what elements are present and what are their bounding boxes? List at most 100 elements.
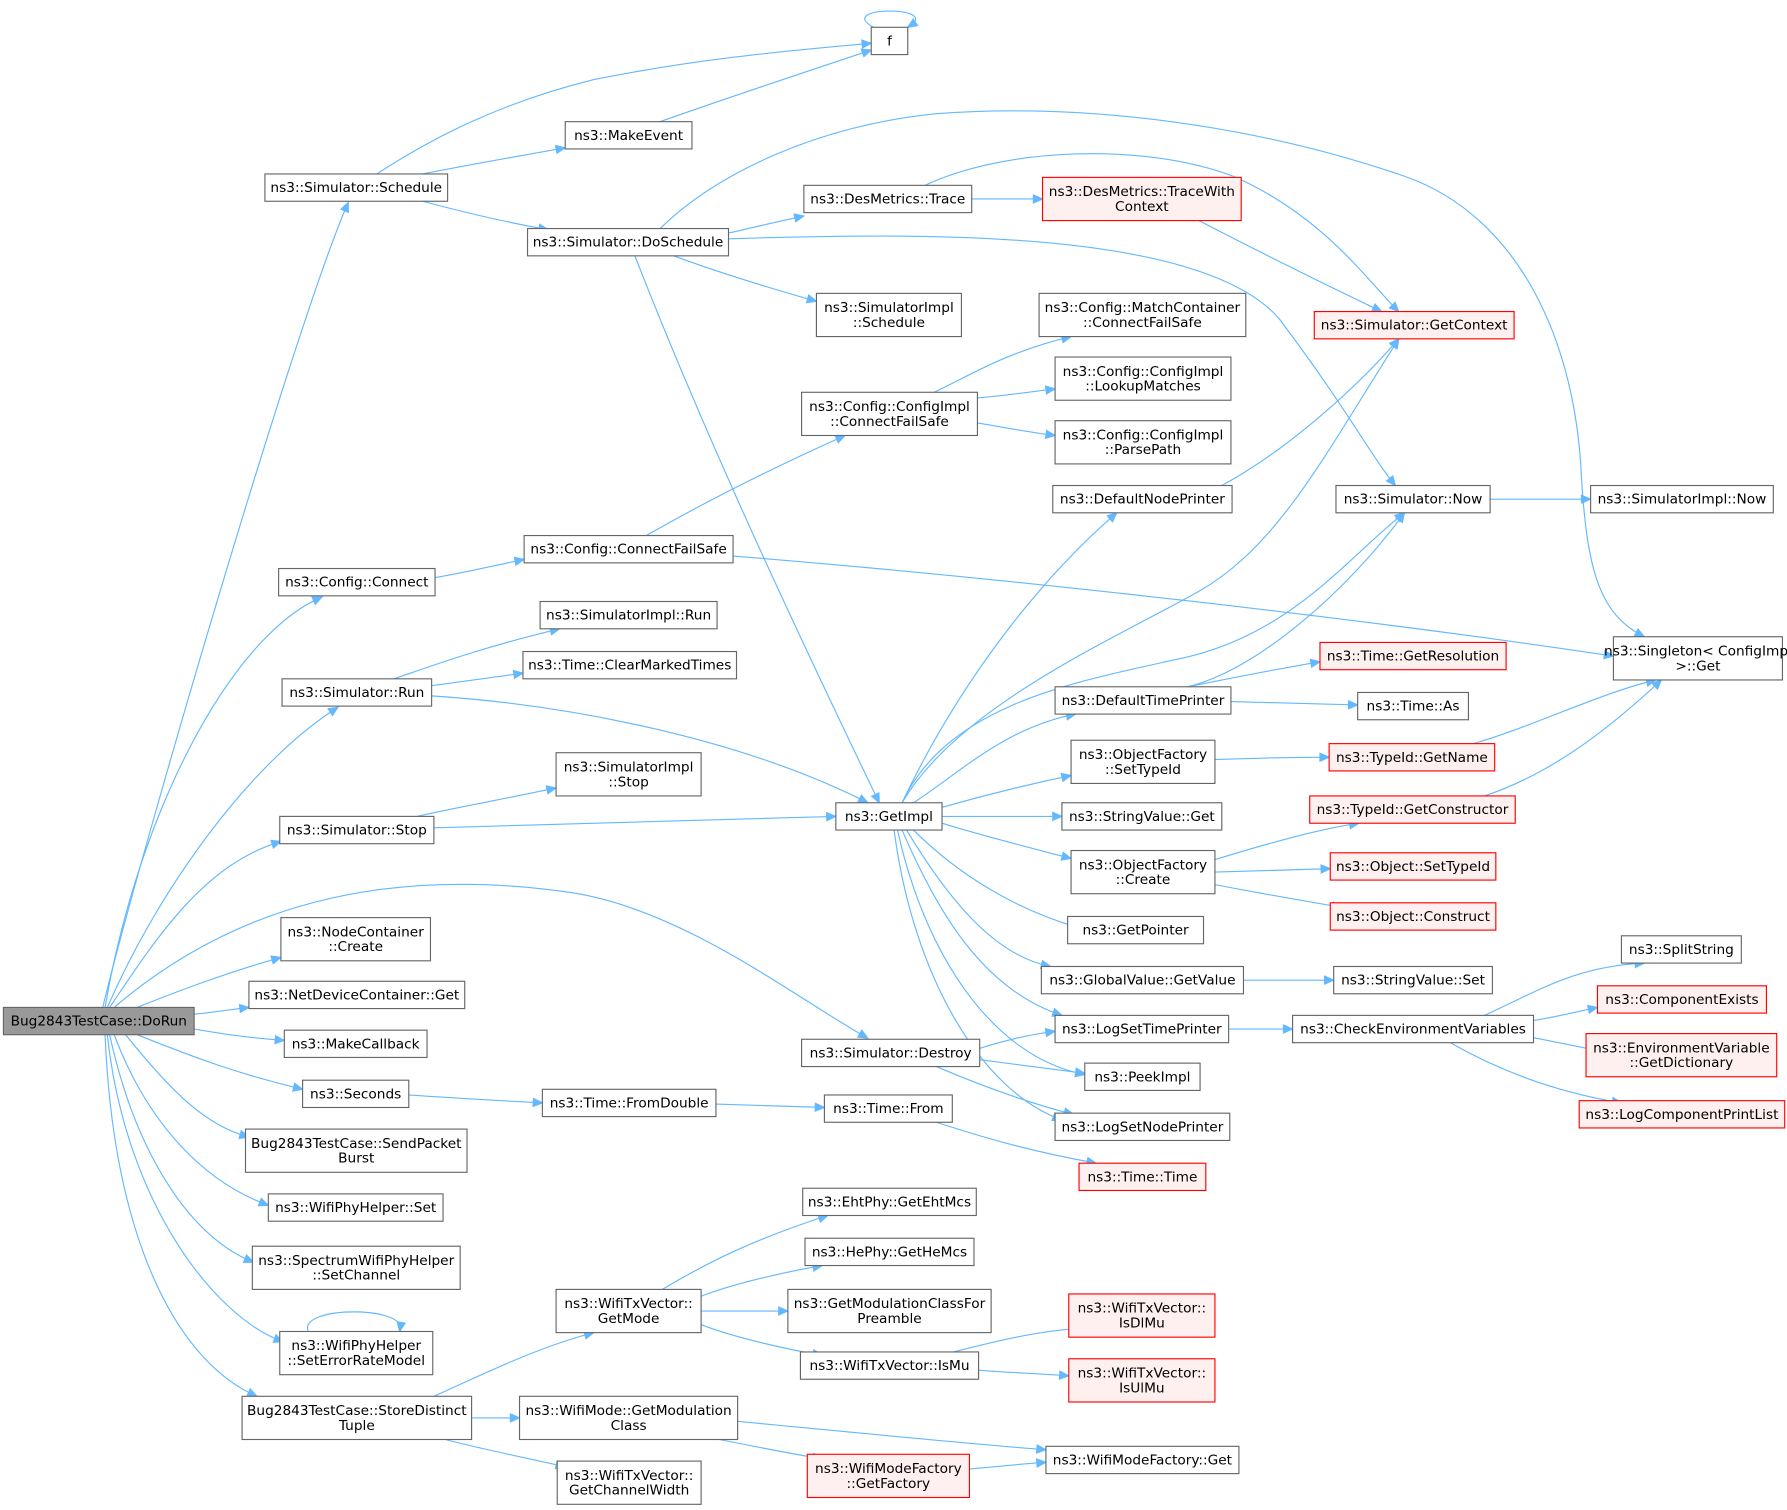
node-logsettimeprinter[interactable]: ns3::LogSetTimePrinter <box>1054 1014 1230 1044</box>
node-clearmarked[interactable]: ns3::Time::ClearMarkedTimes <box>522 650 738 680</box>
node-sim_stop[interactable]: ns3::Simulator::Stop <box>279 815 435 845</box>
node-desmetrics_trace[interactable]: ns3::DesMetrics::Trace <box>803 184 973 214</box>
node-hephy[interactable]: ns3::HePhy::GetHeMcs <box>804 1237 975 1267</box>
node-seconds[interactable]: ns3::Seconds <box>302 1079 410 1109</box>
node-simimpl_run[interactable]: ns3::SimulatorImpl::Run <box>539 600 718 630</box>
edge-dorun-to-seterrorratemodel <box>106 1034 285 1343</box>
node-time_as[interactable]: ns3::Time::As <box>1357 691 1469 721</box>
node-splitstring[interactable]: ns3::SplitString <box>1620 935 1742 964</box>
node-stringvalue_get[interactable]: ns3::StringValue::Get <box>1061 802 1223 831</box>
node-dorun[interactable]: Bug2843TestCase::DoRun <box>2 1006 195 1036</box>
edge-arrowhead <box>1106 511 1118 523</box>
node-checkenv[interactable]: ns3::CheckEnvironmentVariables <box>1292 1014 1535 1044</box>
node-getcontext[interactable]: ns3::Simulator::GetContext <box>1313 310 1515 340</box>
node-sim_destroy[interactable]: ns3::Simulator::Destroy <box>801 1038 981 1068</box>
node-wifimode_getmodclass[interactable]: ns3::WifiMode::GetModulationClass <box>518 1395 739 1441</box>
edge-getimpl-to-logsetnodeprinter <box>893 829 1064 1122</box>
node-of_settypeid[interactable]: ns3::ObjectFactory::SetTypeId <box>1070 739 1216 784</box>
node-simimpl_now[interactable]: ns3::SimulatorImpl::Now <box>1590 484 1774 514</box>
node-peekimpl[interactable]: ns3::PeekImpl <box>1084 1062 1201 1091</box>
node-label: ns3::GetPointer <box>1082 923 1189 939</box>
node-cfg_connect[interactable]: ns3::Config::Connect <box>278 567 436 597</box>
node-sim_now[interactable]: ns3::Simulator::Now <box>1335 484 1491 514</box>
node-isdlmu[interactable]: ns3::WifiTxVector::IsDlMu <box>1068 1293 1216 1338</box>
node-label: ns3::EnvironmentVariable <box>1593 1040 1770 1056</box>
node-simimpl_stop[interactable]: ns3::SimulatorImpl::Stop <box>555 752 702 797</box>
node-f[interactable]: f <box>870 26 909 56</box>
node-getpointer[interactable]: ns3::GetPointer <box>1067 915 1205 945</box>
node-label: ns3::Simulator::Now <box>1344 492 1483 508</box>
node-globalvalue_getvalue[interactable]: ns3::GlobalValue::GetValue <box>1040 965 1245 995</box>
call-edges <box>102 10 1663 1470</box>
node-envvar_getdict[interactable]: ns3::EnvironmentVariable::GetDictionary <box>1585 1033 1778 1078</box>
node-label: ns3::StringValue::Get <box>1069 809 1215 825</box>
node-label: ns3::SimulatorImpl <box>564 760 694 776</box>
node-box <box>279 1330 434 1376</box>
edge-storedistinct-to-getchannelwidth <box>445 1438 567 1470</box>
node-time_fromdouble[interactable]: ns3::Time::FromDouble <box>541 1088 717 1118</box>
node-label: ns3::DefaultNodePrinter <box>1060 492 1225 508</box>
edge-arrowhead <box>339 201 349 214</box>
node-label: Bug2843TestCase::StoreDistinct <box>247 1403 467 1419</box>
node-of_create[interactable]: ns3::ObjectFactory::Create <box>1070 849 1216 895</box>
node-txvector_getmode[interactable]: ns3::WifiTxVector::GetMode <box>555 1288 702 1334</box>
node-ismu[interactable]: ns3::WifiTxVector::IsMu <box>799 1351 980 1380</box>
node-parsepath[interactable]: ns3::Config::ConfigImpl::ParsePath <box>1054 420 1232 465</box>
edge-arrowhead <box>1035 1444 1048 1454</box>
node-defaulttimeprinter[interactable]: ns3::DefaultTimePrinter <box>1054 686 1232 715</box>
node-time_from[interactable]: ns3::Time::From <box>823 1094 953 1123</box>
node-logcomponentprintlist[interactable]: ns3::LogComponentPrintList <box>1578 1100 1786 1129</box>
edge-getimpl-to-globalvalue_getvalue <box>906 829 1052 970</box>
node-time_time[interactable]: ns3::Time::Time <box>1078 1162 1207 1192</box>
edge-cfg_connect-to-cfg_connectfs <box>434 556 526 579</box>
node-seterrorratemodel[interactable]: ns3::WifiPhyHelper::SetErrorRateModel <box>279 1330 434 1376</box>
node-label: ns3::WifiTxVector::IsMu <box>809 1358 969 1374</box>
node-box <box>1590 484 1774 514</box>
node-netdevice_get[interactable]: ns3::NetDeviceContainer::Get <box>248 980 466 1010</box>
node-defaultnodeprinter[interactable]: ns3::DefaultNodePrinter <box>1052 484 1233 514</box>
node-box <box>870 26 909 56</box>
node-matchcontainer[interactable]: ns3::Config::MatchContainer::ConnectFail… <box>1038 292 1247 338</box>
node-label: ns3::CheckEnvironmentVariables <box>1300 1022 1526 1038</box>
node-typeid_getctor[interactable]: ns3::TypeId::GetConstructor <box>1309 795 1516 824</box>
node-label: ns3::Simulator::Run <box>289 685 424 701</box>
node-label: ns3::SimulatorImpl <box>824 300 954 316</box>
node-getimpl[interactable]: ns3::GetImpl <box>835 802 943 831</box>
node-simimpl_schedule[interactable]: ns3::SimulatorImpl::Schedule <box>815 292 963 338</box>
node-obj_construct[interactable]: ns3::Object::Construct <box>1329 902 1497 931</box>
node-typeid_getname[interactable]: ns3::TypeId::GetName <box>1328 743 1496 772</box>
node-wifimodefactory_get[interactable]: ns3::WifiModeFactory::Get <box>1045 1445 1240 1475</box>
edge-time_fromdouble-to-time_from <box>715 1102 826 1113</box>
node-makecallback[interactable]: ns3::MakeCallback <box>283 1029 428 1059</box>
node-stringvalue_set[interactable]: ns3::StringValue::Set <box>1333 965 1493 995</box>
node-label: ns3::Time::Time <box>1087 1169 1197 1185</box>
node-getresolution[interactable]: ns3::Time::GetResolution <box>1319 641 1507 671</box>
node-ehtphy[interactable]: ns3::EhtPhy::GetEhtMcs <box>802 1187 977 1217</box>
node-makeevent[interactable]: ns3::MakeEvent <box>564 121 693 150</box>
node-singleton[interactable]: ns3::Singleton< ConfigImpl >::Get <box>1604 636 1787 681</box>
node-componentexists[interactable]: ns3::ComponentExists <box>1596 985 1768 1014</box>
node-box <box>283 1029 428 1059</box>
node-getchannelwidth[interactable]: ns3::WifiTxVector::GetChannelWidth <box>556 1460 702 1505</box>
node-wifiphyhelper_set[interactable]: ns3::WifiPhyHelper::Set <box>267 1193 444 1222</box>
node-wifimodefactory_getfactory[interactable]: ns3::WifiModeFactory::GetFactory <box>806 1453 971 1499</box>
node-sim_run[interactable]: ns3::Simulator::Run <box>281 678 433 707</box>
node-label: ns3::Singleton< ConfigImpl <box>1604 644 1787 660</box>
node-obj_settypeid[interactable]: ns3::Object::SetTypeId <box>1329 852 1497 881</box>
node-box <box>1041 176 1242 222</box>
node-box <box>518 1395 739 1441</box>
node-lookupmatches[interactable]: ns3::Config::ConfigImpl::LookupMatches <box>1054 356 1232 401</box>
edge-typeid_getname-to-singleton <box>1472 677 1658 745</box>
node-spectrum_setchannel[interactable]: ns3::SpectrumWifiPhyHelper::SetChannel <box>251 1245 461 1290</box>
node-isulmu[interactable]: ns3::WifiTxVector::IsUlMu <box>1068 1358 1216 1403</box>
node-cfgimpl_connect[interactable]: ns3::Config::ConfigImpl::ConnectFailSafe <box>801 391 978 437</box>
node-logsetnodeprinter[interactable]: ns3::LogSetNodePrinter <box>1054 1112 1231 1142</box>
node-nodecontainer_create[interactable]: ns3::NodeContainer::Create <box>280 917 432 962</box>
node-sim_schedule[interactable]: ns3::Simulator::Schedule <box>264 173 449 202</box>
node-cfg_connectfs[interactable]: ns3::Config::ConnectFailSafe <box>523 534 734 564</box>
node-doschedule[interactable]: ns3::Simulator::DoSchedule <box>526 227 730 257</box>
